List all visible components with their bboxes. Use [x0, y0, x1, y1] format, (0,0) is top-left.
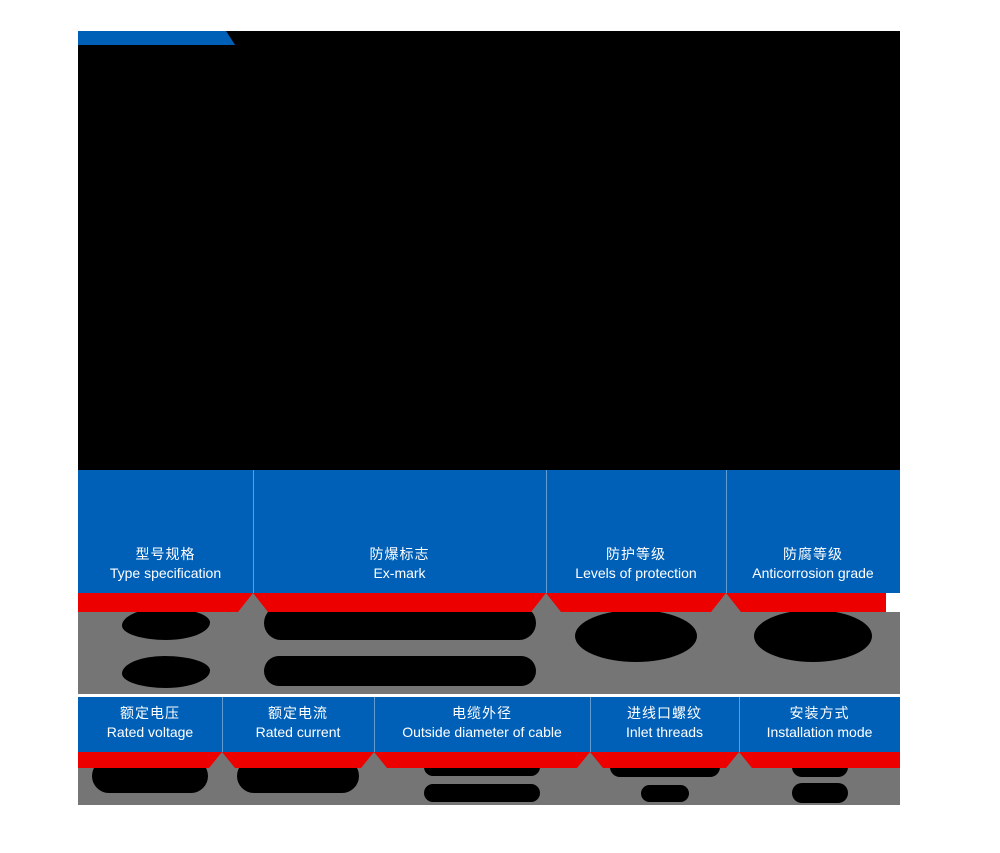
redacted-value-text [237, 768, 359, 793]
spec-header-en-label: Installation mode [766, 724, 873, 740]
redacted-value-text [121, 612, 210, 640]
spec-header-cn-label: 安装方式 [789, 705, 850, 721]
redacted-value-text [791, 768, 848, 777]
redacted-value-text [424, 768, 540, 776]
spec-header-en-label: Outside diameter of cable [402, 724, 562, 740]
spec-header-installation-mode[interactable]: 安装方式 Installation mode [739, 697, 900, 752]
spec-header-inlet-threads[interactable]: 进线口螺纹 Inlet threads [590, 697, 739, 752]
spec-value-installation-mode [739, 768, 900, 805]
spec-header-en-label: Inlet threads [625, 724, 704, 740]
spec-header-cn-label: 型号规格 [135, 546, 196, 562]
divider-notch-icon [361, 752, 387, 768]
redacted-value-text [791, 783, 848, 803]
spec-value-rated-current [222, 768, 374, 805]
spec-header-cn-label: 电缆外径 [452, 705, 512, 721]
spec-header-en-label: Type specification [109, 565, 222, 581]
spec-table-2-header: 额定电压 Rated voltage 额定电流 Rated current 电缆… [78, 697, 900, 752]
redacted-value-text [640, 785, 689, 802]
divider-notch-icon [726, 752, 752, 768]
spec-header-en-label: Anticorrosion grade [752, 565, 874, 581]
spec-value-inlet-threads [590, 768, 739, 805]
spec-header-en-label: Levels of protection [575, 565, 697, 581]
banner-redaction-overlay [78, 45, 900, 470]
spec-value-levels-of-protection [546, 612, 726, 694]
spec-table-1-header: 型号规格 Type specification 防爆标志 Ex-mark 防护等… [78, 470, 900, 593]
redacted-value-text [263, 656, 536, 686]
spec-header-en-label: Rated voltage [106, 724, 194, 740]
spec-value-type-specification [78, 612, 253, 694]
redacted-value-text [424, 784, 540, 802]
spec-value-ex-mark [253, 612, 546, 694]
spec-header-cn-label: 额定电流 [268, 705, 328, 721]
divider-notch-icon [711, 593, 741, 612]
spec-table-2-values [78, 768, 900, 805]
spec-table-1: 型号规格 Type specification 防爆标志 Ex-mark 防护等… [78, 470, 900, 694]
banner-blue-tab [78, 31, 237, 48]
redacted-value-text [263, 612, 536, 640]
divider-notch-icon [209, 752, 235, 768]
redacted-value-text [575, 612, 697, 662]
spec-table-2-accent-strip [78, 752, 900, 768]
spec-header-en-label: Rated current [255, 724, 341, 740]
spec-header-cn-label: 防腐等级 [783, 546, 843, 562]
redacted-value-text [92, 768, 208, 793]
spec-header-anticorrosion-grade[interactable]: 防腐等级 Anticorrosion grade [726, 470, 900, 593]
spec-table-2: 额定电压 Rated voltage 额定电流 Rated current 电缆… [78, 697, 900, 805]
spec-header-cn-label: 额定电压 [120, 705, 180, 721]
divider-notch-icon [531, 593, 561, 612]
spec-header-rated-current[interactable]: 额定电流 Rated current [222, 697, 374, 752]
spec-header-type-specification[interactable]: 型号规格 Type specification [78, 470, 253, 593]
spec-header-cn-label: 防护等级 [606, 546, 666, 562]
divider-notch-icon [577, 752, 603, 768]
spec-header-rated-voltage[interactable]: 额定电压 Rated voltage [78, 697, 222, 752]
spec-header-outside-diameter-of-cable[interactable]: 电缆外径 Outside diameter of cable [374, 697, 590, 752]
redacted-value-text [754, 612, 872, 662]
spec-header-en-label: Ex-mark [373, 565, 426, 581]
spec-value-outside-diameter-of-cable [374, 768, 590, 805]
product-image-banner [78, 31, 900, 470]
spec-header-cn-label: 进线口螺纹 [627, 705, 702, 721]
spec-table-1-accent-strip [78, 593, 886, 612]
redacted-value-text [609, 768, 720, 777]
spec-header-ex-mark[interactable]: 防爆标志 Ex-mark [253, 470, 546, 593]
redacted-value-text [121, 656, 210, 688]
divider-notch-icon [238, 593, 268, 612]
spec-value-anticorrosion-grade [726, 612, 900, 694]
spec-value-rated-voltage [78, 768, 222, 805]
spec-header-levels-of-protection[interactable]: 防护等级 Levels of protection [546, 470, 726, 593]
spec-table-1-values [78, 612, 900, 694]
spec-header-cn-label: 防爆标志 [369, 546, 430, 562]
